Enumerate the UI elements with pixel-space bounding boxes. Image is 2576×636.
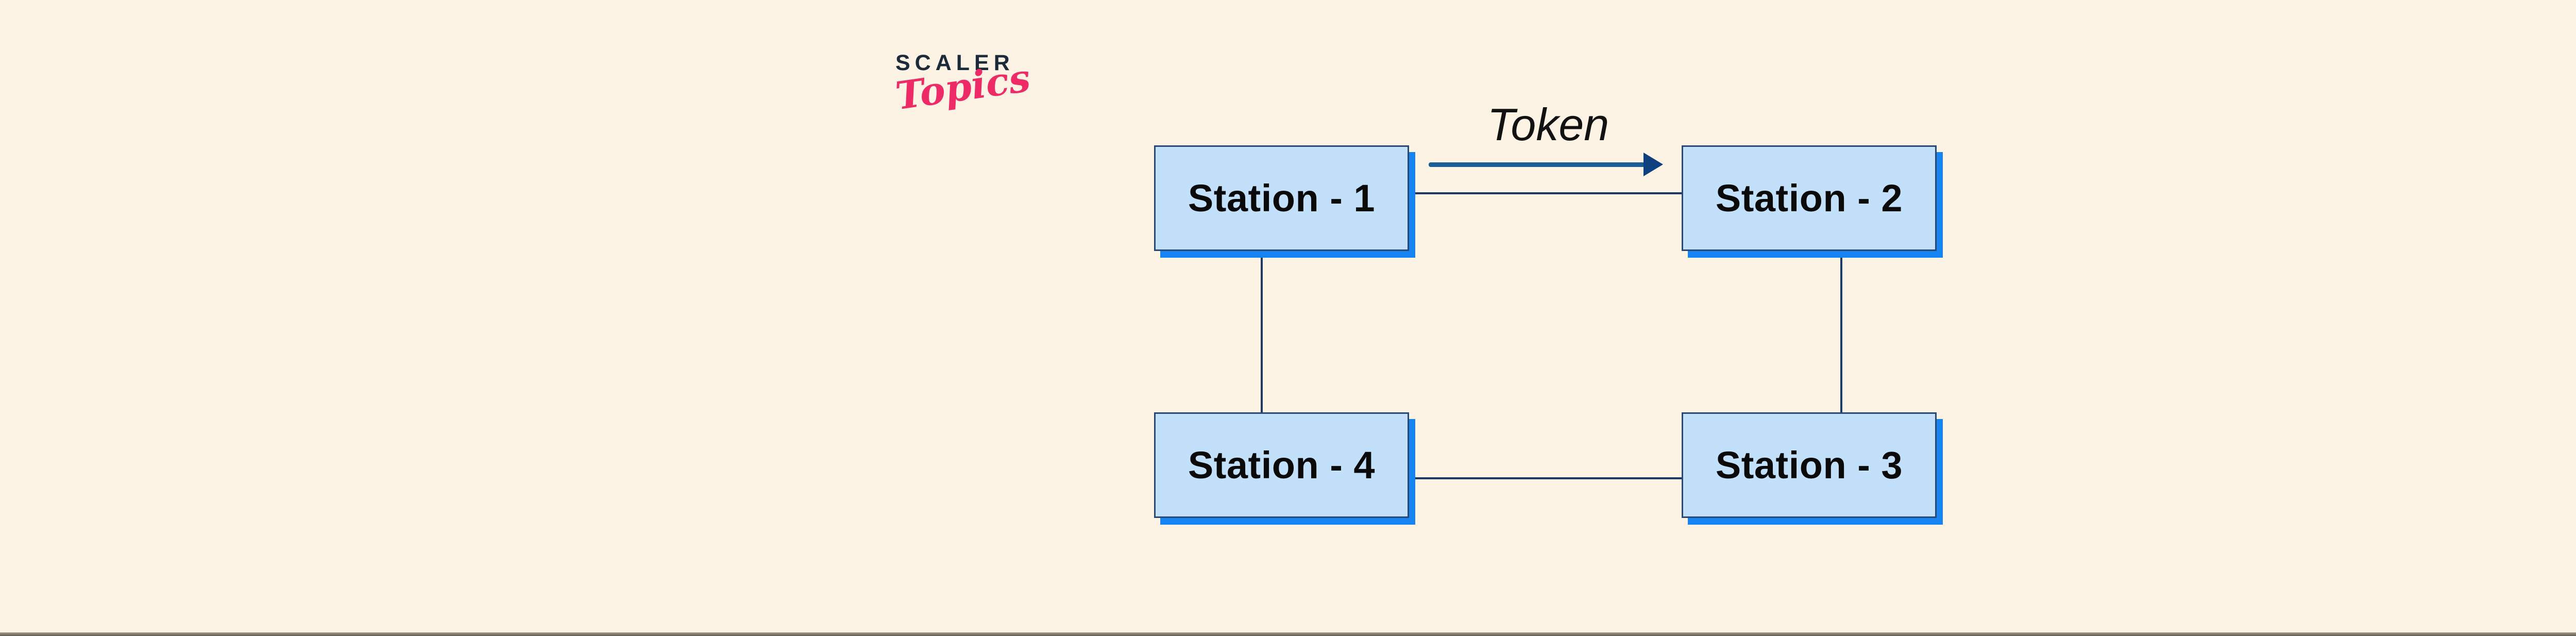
station-4-box: Station - 4 <box>1154 412 1409 518</box>
ring-link-station2-station3 <box>1840 253 1842 413</box>
token-arrowhead-icon <box>1643 153 1663 176</box>
logo-brand-text: SCALER <box>895 51 1014 75</box>
bottom-edge-bar <box>0 632 2576 636</box>
station-4-label: Station - 4 <box>1188 444 1376 487</box>
station-1-box: Station - 1 <box>1154 145 1409 251</box>
station-1-label: Station - 1 <box>1188 177 1376 220</box>
station-3-box: Station - 3 <box>1682 412 1937 518</box>
station-3-label: Station - 3 <box>1715 444 1903 487</box>
ring-link-station1-station2 <box>1409 192 1682 194</box>
token-label: Token <box>1487 99 1609 150</box>
ring-link-station4-station3 <box>1409 477 1682 479</box>
ring-link-station1-station4 <box>1261 253 1263 413</box>
station-2-box: Station - 2 <box>1682 145 1937 251</box>
station-2-label: Station - 2 <box>1715 177 1903 220</box>
scaler-topics-logo: SCALER Topics <box>893 51 1033 119</box>
token-arrow-shaft <box>1429 162 1645 167</box>
token-arrow-icon <box>1429 153 1663 176</box>
